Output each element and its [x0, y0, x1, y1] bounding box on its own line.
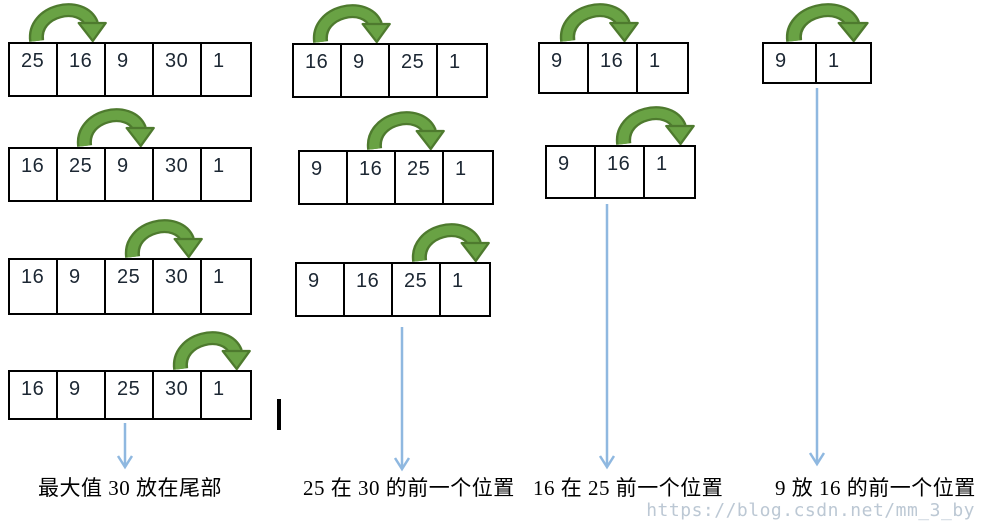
array-cell: 16	[10, 372, 58, 418]
pass-result-label: 9 放 16 的前一个位置	[775, 476, 976, 500]
compare-swap-arrow-icon	[412, 223, 490, 263]
array-cell: 1	[449, 51, 461, 73]
array-cell: 9	[106, 149, 154, 200]
array-cell: 1	[656, 153, 668, 175]
compare-swap-arrow-icon	[367, 111, 445, 151]
array-cell: 16	[10, 149, 58, 200]
compare-swap-arrow-icon	[615, 106, 695, 146]
array-cell: 25	[106, 372, 154, 418]
array-cell: 9	[764, 44, 817, 82]
pass-result-label: 16 在 25 前一个位置	[533, 476, 724, 500]
compare-swap-arrow-icon	[313, 4, 391, 44]
array-cell: 1	[213, 266, 225, 288]
array-cell: 1	[455, 158, 467, 180]
array-cell: 1	[452, 270, 464, 292]
array-cell: 30	[154, 44, 202, 95]
array-cell: 16	[345, 264, 393, 315]
pass-result-label: 最大值 30 放在尾部	[38, 476, 222, 500]
compare-swap-arrow-icon	[559, 3, 639, 43]
array-cell: 30	[154, 149, 202, 200]
pass-result-label: 25 在 30 的前一个位置	[303, 476, 515, 500]
array-cell: 1	[649, 50, 661, 72]
array-cell: 16	[10, 260, 58, 313]
array-cell: 1	[213, 155, 225, 177]
array-cell: 9	[58, 260, 106, 313]
array-cell: 1	[213, 50, 225, 72]
array-cell: 9	[547, 147, 596, 197]
array-cell: 9	[106, 44, 154, 95]
array-cell: 30	[154, 372, 202, 418]
compare-swap-arrow-icon	[77, 108, 155, 148]
compare-swap-arrow-icon	[785, 3, 869, 43]
array-cell: 25	[390, 45, 438, 96]
array-cell: 1	[828, 50, 840, 72]
array-cell: 25	[106, 260, 154, 313]
compare-swap-arrow-icon	[29, 3, 107, 43]
text-cursor	[277, 399, 281, 430]
array-cell: 25	[396, 152, 444, 203]
array-cell: 25	[393, 264, 441, 315]
array-cell: 16	[294, 45, 342, 96]
result-pointer-arrow-icon	[808, 88, 826, 467]
array-cell: 9	[342, 45, 390, 96]
array-cell: 9	[540, 44, 589, 92]
array-cell: 16	[589, 44, 638, 92]
result-pointer-arrow-icon	[116, 423, 134, 470]
array-cell: 9	[58, 372, 106, 418]
array-cell: 30	[154, 260, 202, 313]
watermark-url: https://blog.csdn.net/mm_3_by	[646, 500, 975, 521]
array-cell: 16	[596, 147, 645, 197]
array-cell: 9	[297, 264, 345, 315]
array-cell: 16	[348, 152, 396, 203]
array-cell: 1	[213, 378, 225, 400]
result-pointer-arrow-icon	[598, 204, 616, 470]
compare-swap-arrow-icon	[173, 331, 251, 371]
array-cell: 25	[58, 149, 106, 200]
array-cell: 16	[58, 44, 106, 95]
compare-swap-arrow-icon	[125, 219, 203, 259]
array-cell: 25	[10, 44, 58, 95]
result-pointer-arrow-icon	[393, 327, 411, 472]
array-cell: 9	[300, 152, 348, 203]
